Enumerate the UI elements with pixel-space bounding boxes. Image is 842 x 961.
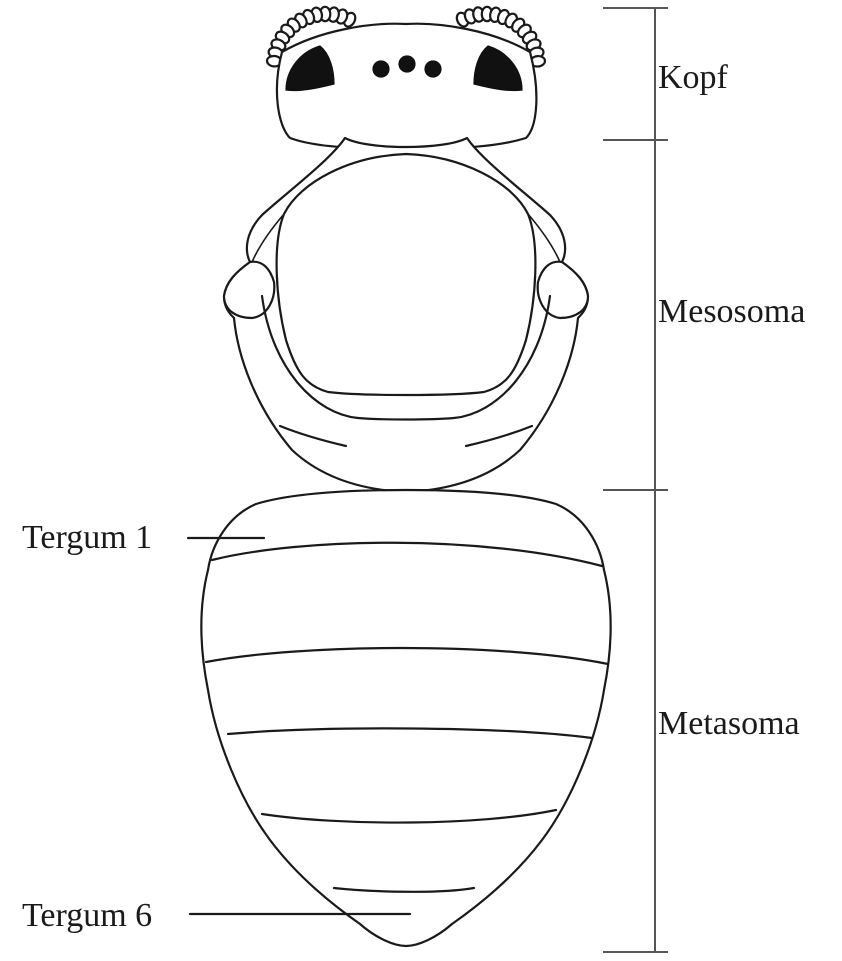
- ocellus-middle: [399, 56, 415, 72]
- body-region-scale: [603, 8, 668, 952]
- label-tergum-last: Tergum 6: [22, 897, 152, 934]
- ocellus-left: [373, 61, 389, 77]
- head: [267, 7, 546, 157]
- mesosoma: [224, 138, 588, 492]
- label-metasoma: Metasoma: [658, 705, 800, 742]
- metasoma-outline: [201, 490, 611, 946]
- label-tergum-first: Tergum 1: [22, 519, 152, 556]
- metasoma: [201, 490, 611, 946]
- label-head: Kopf: [658, 59, 729, 96]
- right-tegula: [538, 262, 588, 318]
- label-mesosoma: Mesosoma: [658, 293, 805, 330]
- left-tegula: [224, 262, 274, 318]
- ocellus-right: [425, 61, 441, 77]
- scutum: [277, 154, 536, 395]
- head-capsule: [277, 24, 536, 157]
